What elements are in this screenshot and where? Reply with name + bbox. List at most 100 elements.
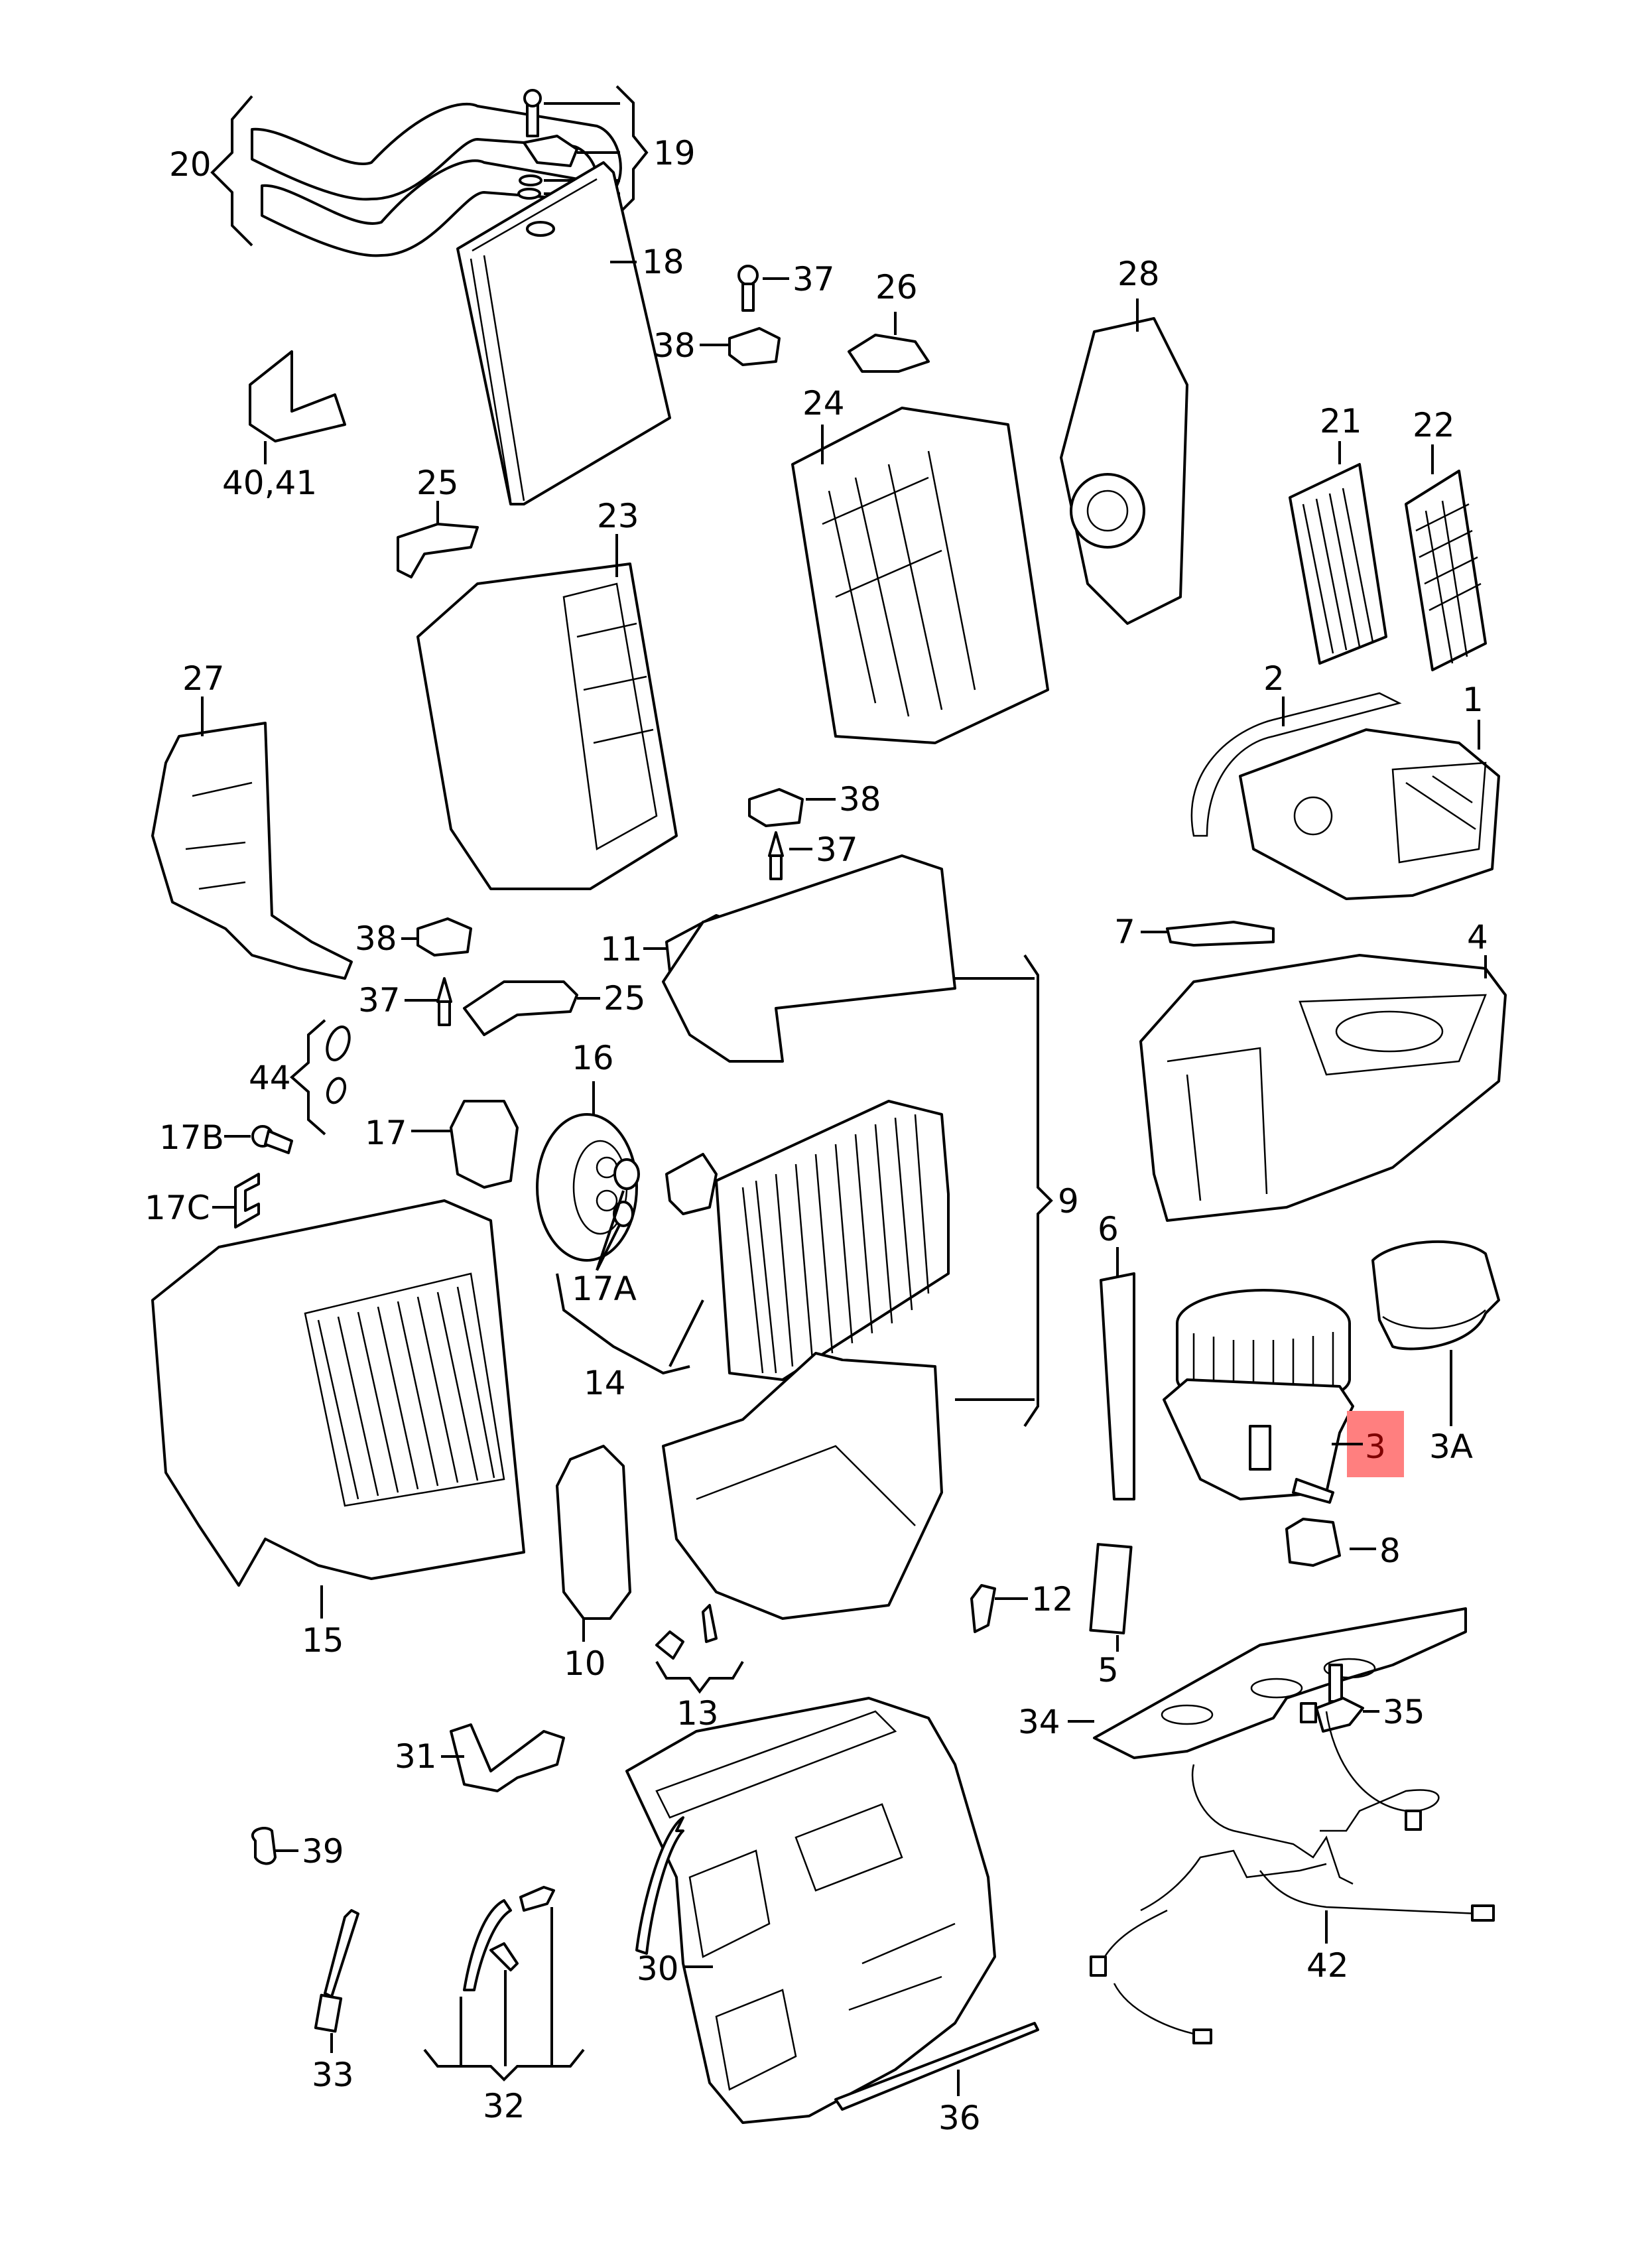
callout-17c[interactable]: 17C	[145, 1189, 210, 1227]
part-28-actuator-bracket[interactable]	[1060, 317, 1188, 625]
part-15-housing-left[interactable]	[151, 1199, 525, 1587]
callout-17[interactable]: 17	[365, 1114, 407, 1152]
callout-38-top[interactable]: 38	[653, 326, 696, 365]
callout-35[interactable]: 35	[1383, 1693, 1425, 1731]
part-40-41-label-sticker[interactable]	[249, 350, 346, 442]
part-31-bracket[interactable]	[450, 1723, 565, 1792]
callout-16[interactable]: 16	[572, 1039, 614, 1077]
part-21-filter[interactable]	[1289, 463, 1387, 665]
part-36-strip[interactable]	[834, 2022, 1039, 2111]
callout-20[interactable]: 20	[169, 145, 212, 184]
part-33-sensor[interactable]	[314, 1909, 359, 2033]
callout-1[interactable]: 1	[1462, 681, 1484, 719]
callout-28[interactable]: 28	[1117, 255, 1160, 293]
callout-38-mid[interactable]: 38	[839, 780, 881, 819]
callout-14[interactable]: 14	[584, 1364, 626, 1402]
part-25-bracket-top[interactable]	[397, 523, 479, 578]
part-22-filter-cover[interactable]	[1405, 470, 1487, 671]
callout-34[interactable]: 34	[1018, 1703, 1060, 1741]
part-9-housing-upper[interactable]	[662, 854, 956, 1063]
callout-44[interactable]: 44	[249, 1059, 291, 1097]
part-17b-bolt[interactable]	[251, 1125, 293, 1154]
callout-26[interactable]: 26	[875, 268, 918, 306]
callout-18[interactable]: 18	[642, 243, 684, 281]
part-17a-seals[interactable]	[613, 1158, 640, 1227]
callout-8[interactable]: 8	[1379, 1532, 1401, 1570]
part-23-housing-section[interactable]	[416, 563, 678, 890]
callout-3a[interactable]: 3A	[1429, 1427, 1473, 1466]
part-10-cover[interactable]	[556, 1445, 631, 1620]
part-38-clip-mid[interactable]	[748, 788, 804, 827]
part-37-screw-top[interactable]	[737, 265, 759, 312]
part-19-fastener-set[interactable]	[517, 89, 578, 200]
callout-19[interactable]: 19	[653, 134, 696, 172]
part-18-heat-exchanger[interactable]	[456, 161, 671, 505]
part-30-pipe[interactable]	[635, 1816, 684, 1955]
part-17c-clip[interactable]	[234, 1173, 260, 1228]
callout-7[interactable]: 7	[1114, 913, 1135, 951]
part-42-wiring-harness[interactable]	[1090, 1702, 1495, 2044]
callout-25-top[interactable]: 25	[416, 464, 459, 502]
part-1-filter-housing[interactable]	[1239, 728, 1500, 900]
part-2-seal[interactable]	[1190, 692, 1402, 837]
part-17-valve[interactable]	[450, 1100, 519, 1189]
callout-37-left[interactable]: 37	[358, 981, 401, 1020]
part-12-sensor[interactable]	[970, 1584, 996, 1633]
part-6-seal-strip[interactable]	[1100, 1272, 1135, 1500]
callout-17a[interactable]: 17A	[572, 1270, 637, 1308]
callout-33[interactable]: 33	[312, 2056, 354, 2094]
part-38-clip-left[interactable]	[416, 917, 472, 957]
callout-38-left[interactable]: 38	[355, 919, 397, 958]
part-7-flap[interactable]	[1166, 921, 1275, 947]
callout-22[interactable]: 22	[1413, 406, 1455, 444]
callout-39[interactable]: 39	[302, 1832, 344, 1871]
callout-11[interactable]: 11	[600, 930, 643, 968]
part-32-hose-set[interactable]	[463, 1886, 555, 1991]
callout-37-top[interactable]: 37	[793, 260, 835, 298]
callout-4[interactable]: 4	[1467, 918, 1488, 957]
part-26-bracket[interactable]	[848, 334, 930, 373]
part-34-cover-plate[interactable]: ellipse	[1093, 1607, 1467, 1759]
callout-6[interactable]: 6	[1098, 1210, 1119, 1248]
callout-5[interactable]: 5	[1098, 1651, 1119, 1690]
part-39-clip[interactable]	[251, 1827, 277, 1865]
callout-30[interactable]: 30	[637, 1950, 679, 1988]
part-37-screw-mid[interactable]	[768, 831, 784, 880]
part-8-resistor[interactable]	[1285, 1518, 1341, 1567]
part-27-bracket[interactable]	[151, 722, 353, 980]
callout-15[interactable]: 15	[302, 1621, 344, 1660]
callout-42[interactable]: 42	[1306, 1946, 1349, 1985]
callout-27[interactable]: 27	[182, 659, 225, 698]
part-3-blower-motor[interactable]	[1163, 1289, 1354, 1504]
callout-37-mid[interactable]: 37	[816, 830, 858, 869]
callout-3-highlighted[interactable]: 3	[1365, 1427, 1386, 1466]
callout-12[interactable]: 12	[1031, 1580, 1074, 1619]
part-3a-blower-cover[interactable]	[1371, 1240, 1500, 1351]
part-14-evaporator[interactable]	[665, 1100, 950, 1381]
part-25-bracket-mid[interactable]	[463, 980, 578, 1036]
callout-31[interactable]: 31	[395, 1737, 437, 1776]
callout-9[interactable]: 9	[1058, 1182, 1079, 1221]
callout-36[interactable]: 36	[938, 2099, 981, 2137]
part-5-gasket[interactable]	[1089, 1543, 1133, 1634]
callout-21[interactable]: 21	[1320, 402, 1362, 440]
callout-40-41[interactable]: 40,41	[222, 464, 317, 502]
leader-17a	[596, 1190, 625, 1271]
callout-17b[interactable]: 17B	[159, 1118, 224, 1157]
bracket-32	[423, 1907, 585, 2082]
part-4-blower-housing[interactable]	[1139, 954, 1507, 1222]
part-13-clips[interactable]	[655, 1604, 718, 1660]
callout-13[interactable]: 13	[676, 1694, 719, 1733]
part-30-heater-housing[interactable]	[625, 1697, 996, 2124]
part-44-o-rings[interactable]	[323, 1024, 353, 1105]
part-9-housing-lower[interactable]	[662, 1352, 943, 1620]
callout-32[interactable]: 32	[483, 2087, 525, 2125]
callout-25-mid[interactable]: 25	[604, 979, 646, 1018]
callout-2[interactable]: 2	[1263, 659, 1285, 698]
callout-10[interactable]: 10	[564, 1644, 606, 1683]
part-37-screw-left[interactable]	[436, 977, 452, 1026]
part-24-housing-section[interactable]	[791, 407, 1049, 744]
part-38-clip-top[interactable]	[728, 327, 781, 366]
callout-23[interactable]: 23	[597, 497, 639, 535]
callout-24[interactable]: 24	[802, 384, 845, 423]
